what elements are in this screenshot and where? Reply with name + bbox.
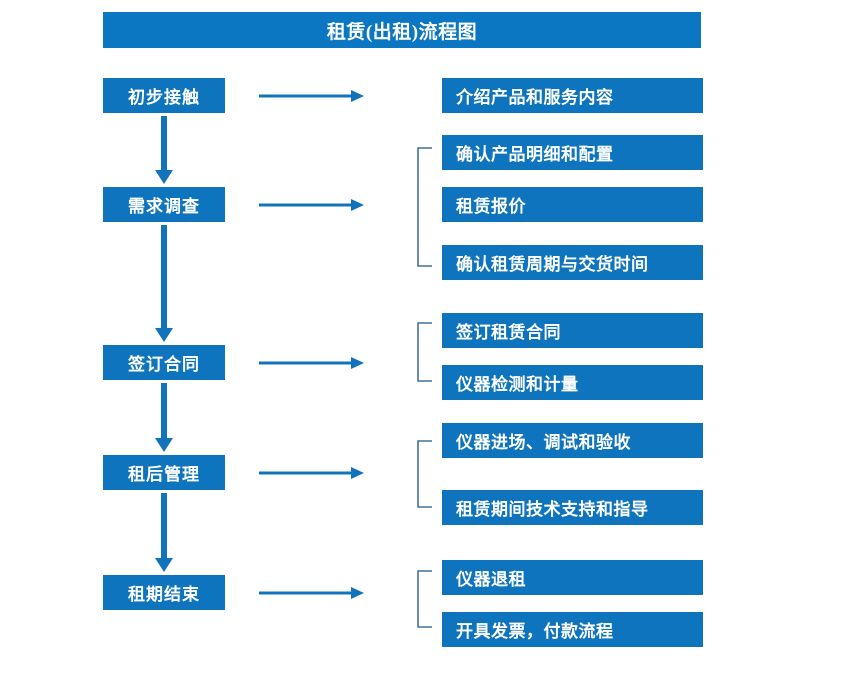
vertical-arrow-icon-3 (152, 383, 176, 452)
horizontal-arrow-icon-3 (259, 355, 364, 371)
detail-box-8[interactable]: 租赁期间技术支持和指导 (442, 490, 703, 525)
horizontal-arrow-icon-5 (259, 585, 364, 601)
stage-box-5[interactable]: 租期结束 (103, 575, 225, 610)
detail-box-10[interactable]: 开具发票，付款流程 (442, 612, 703, 647)
detail-box-9[interactable]: 仪器退租 (442, 560, 703, 595)
horizontal-arrow-icon-2 (259, 197, 364, 213)
horizontal-arrow-icon-1 (259, 88, 364, 104)
detail-box-1[interactable]: 介绍产品和服务内容 (442, 78, 703, 113)
horizontal-arrow-icon-4 (259, 465, 364, 481)
vertical-arrow-icon-4 (152, 493, 176, 572)
vertical-arrow-icon-1 (152, 116, 176, 184)
detail-box-2[interactable]: 确认产品明细和配置 (442, 135, 703, 170)
detail-box-3[interactable]: 租赁报价 (442, 187, 703, 222)
bracket-icon-group-5 (416, 570, 432, 628)
vertical-arrow-icon-2 (152, 225, 176, 342)
stage-box-3[interactable]: 签订合同 (103, 345, 225, 380)
stage-box-2[interactable]: 需求调查 (103, 187, 225, 222)
bracket-icon-group-2 (416, 147, 432, 267)
detail-box-7[interactable]: 仪器进场、调试和验收 (442, 423, 703, 458)
detail-box-5[interactable]: 签订租赁合同 (442, 313, 703, 348)
detail-box-4[interactable]: 确认租赁周期与交货时间 (442, 245, 703, 280)
detail-box-6[interactable]: 仪器检测和计量 (442, 365, 703, 400)
bracket-icon-group-3 (416, 322, 432, 382)
bracket-icon-group-4 (416, 440, 432, 508)
stage-box-1[interactable]: 初步接触 (103, 78, 225, 113)
stage-box-4[interactable]: 租后管理 (103, 455, 225, 490)
page-title: 租赁(出租)流程图 (103, 12, 701, 48)
